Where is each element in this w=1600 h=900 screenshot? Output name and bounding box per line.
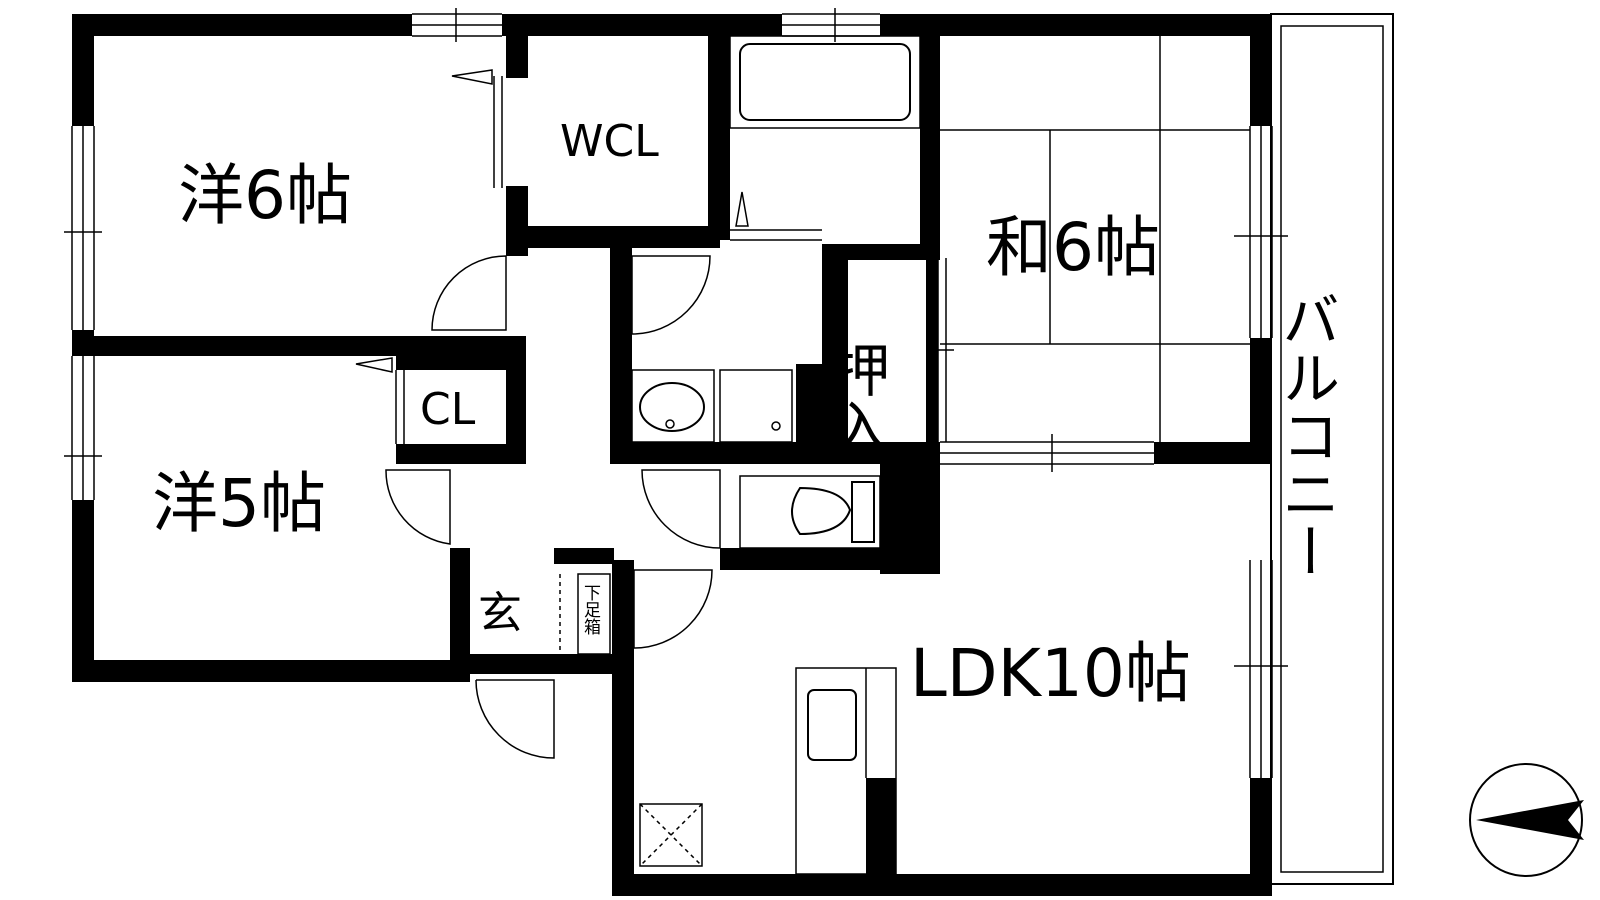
- tatami-lines: [940, 36, 1250, 442]
- toilet-icon: [739, 475, 881, 549]
- room-label-ldk: LDK10帖: [910, 635, 1191, 712]
- room-label-japanese-6: 和6帖: [986, 209, 1160, 286]
- storage-hatch-icon: [639, 803, 703, 867]
- walls: [72, 14, 1272, 896]
- north-arrow-icon: [1469, 763, 1584, 877]
- doors: [355, 69, 721, 759]
- shoe-cabinet: [559, 573, 611, 655]
- room-label-genkan: 玄: [478, 588, 522, 639]
- windows: [64, 8, 1288, 778]
- fixtures: [559, 35, 921, 875]
- room-labels: 洋6帖 WCL 和6帖 押入 CL 洋5帖 玄 下足箱 LDK10帖 バルコニー: [152, 116, 1340, 712]
- room-label-western-6: 洋6帖: [178, 157, 352, 234]
- room-label-cl: CL: [420, 384, 476, 435]
- room-label-oshiire: 押入: [822, 340, 890, 456]
- kitchen-counter: [795, 667, 897, 875]
- room-label-western-5: 洋5帖: [152, 465, 326, 542]
- bathtub-icon: [739, 43, 911, 121]
- balcony-label: バルコニー: [1272, 290, 1340, 580]
- washbasin-icon: [631, 369, 715, 443]
- label-getabako: 下足箱: [580, 584, 601, 635]
- room-label-wcl: WCL: [560, 116, 659, 167]
- washing-machine-icon: [719, 369, 793, 443]
